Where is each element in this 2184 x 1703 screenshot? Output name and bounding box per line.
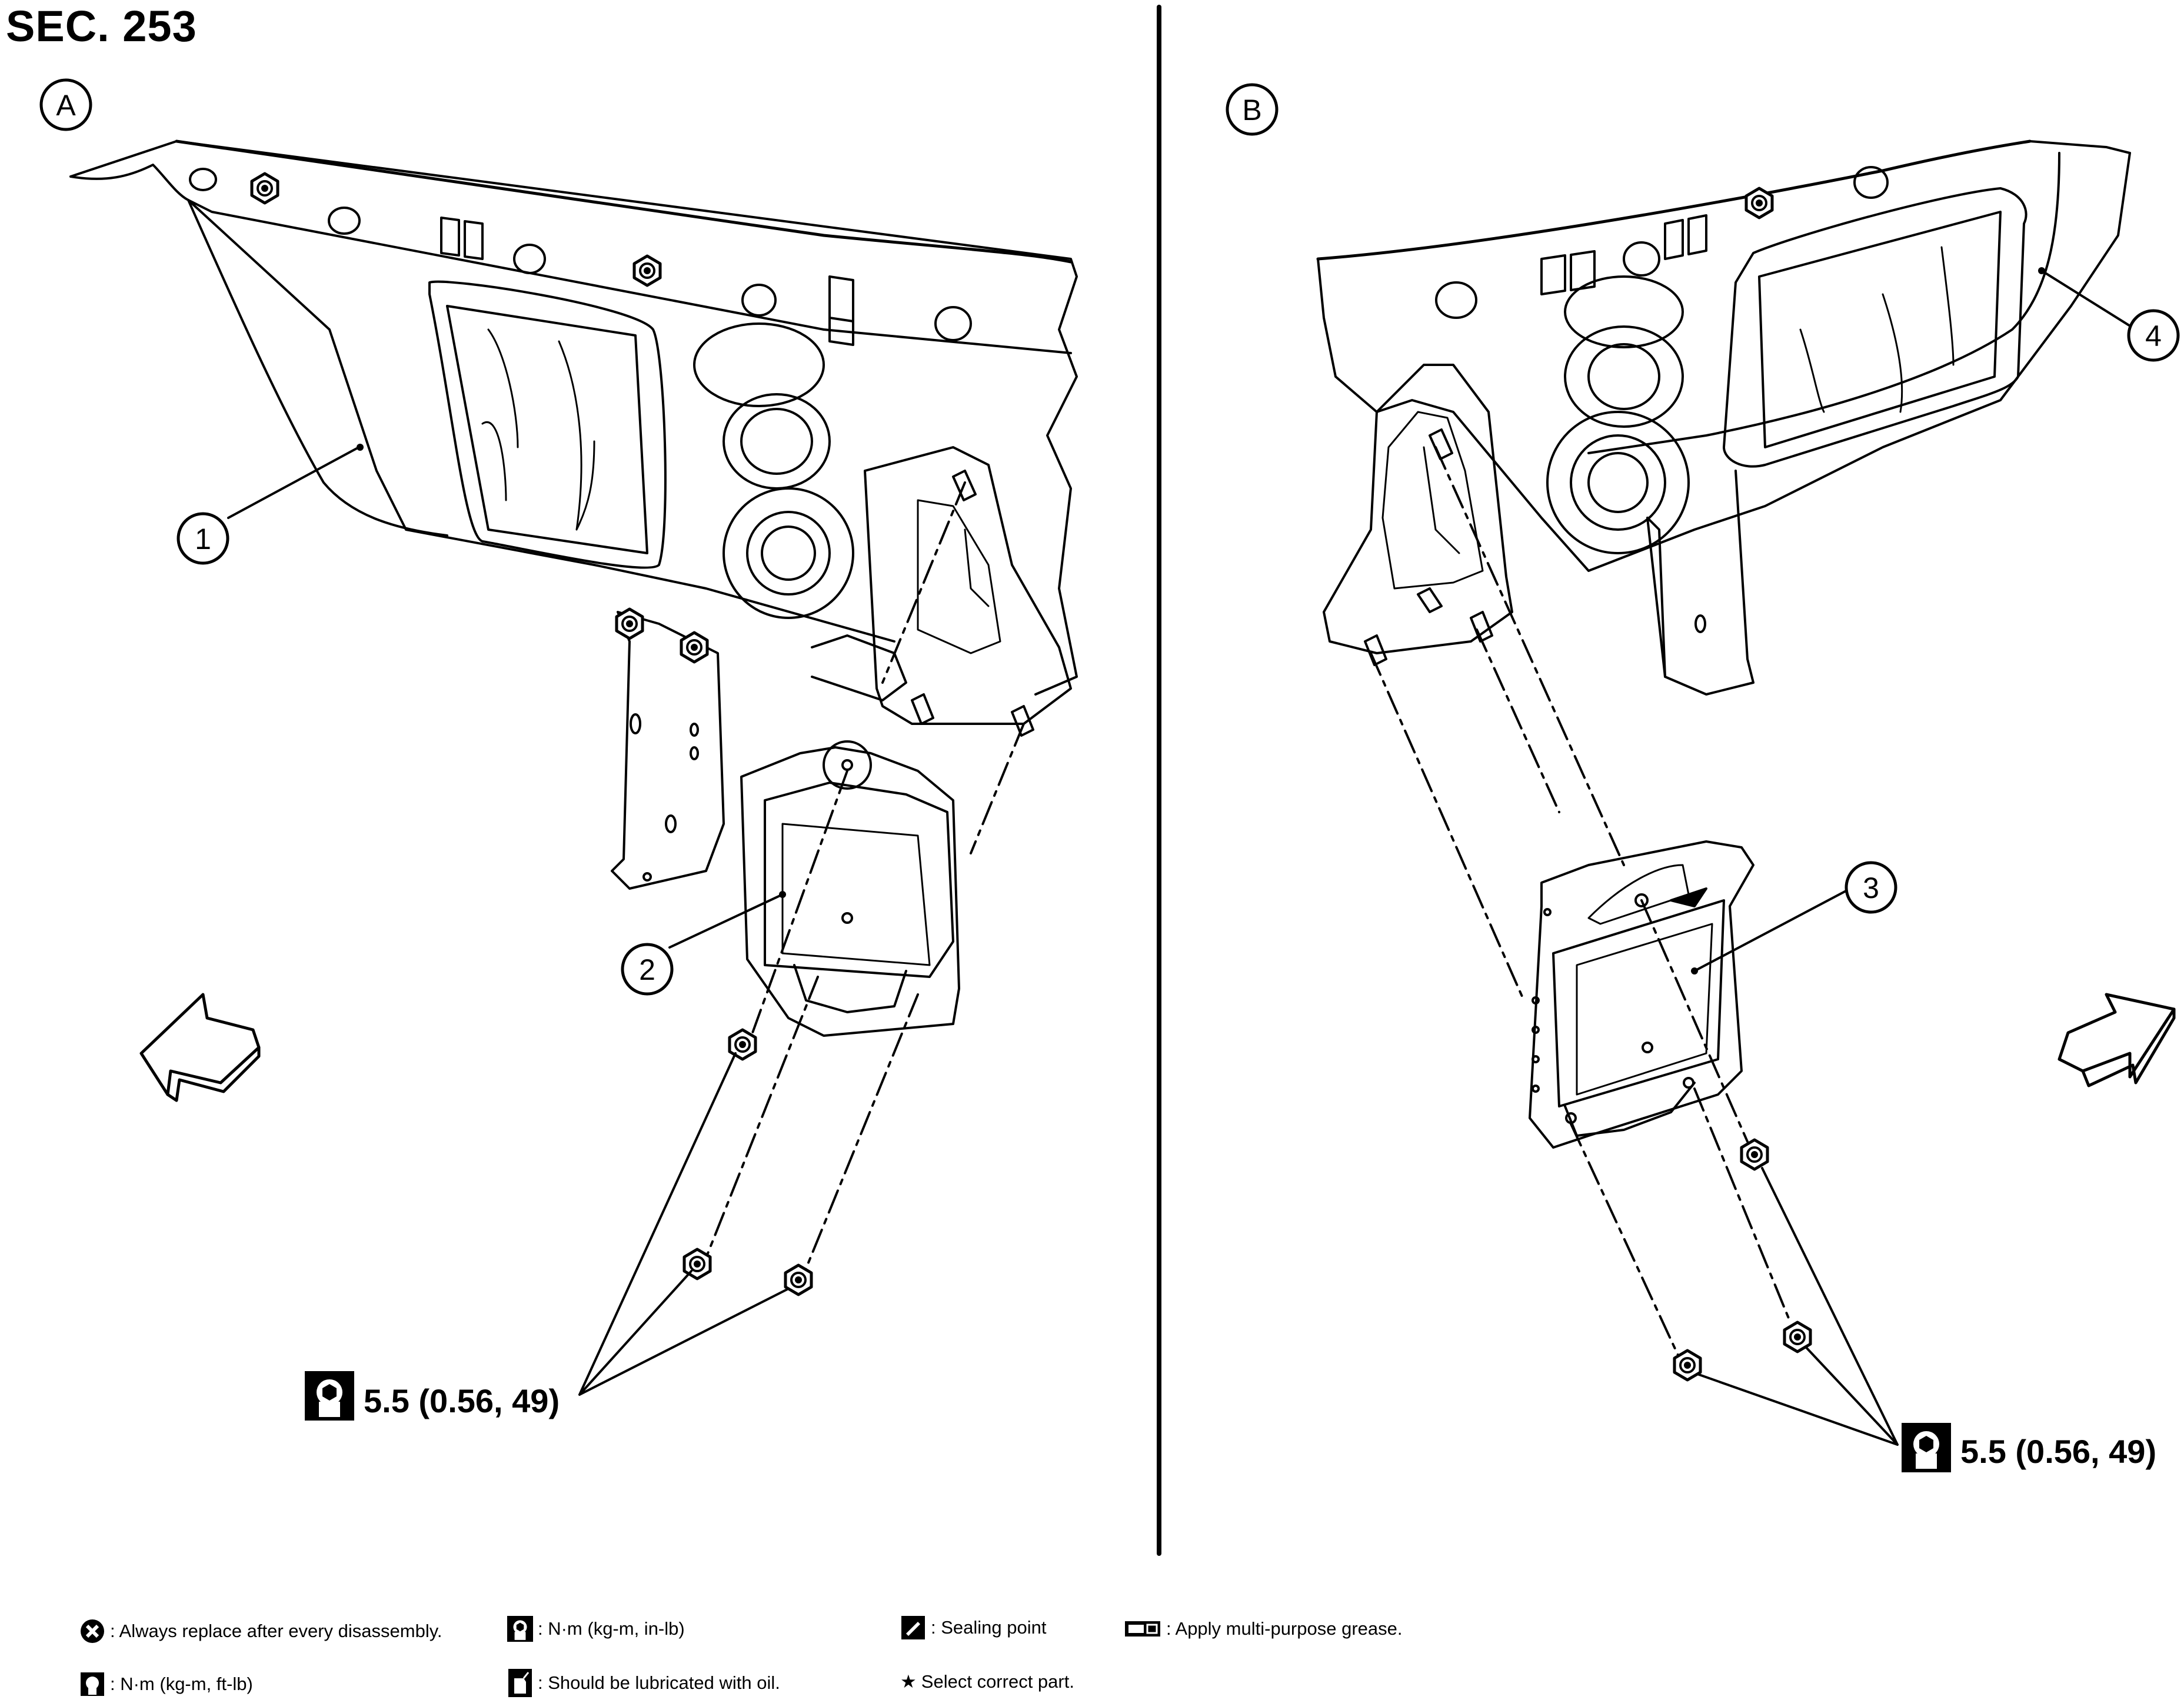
svg-text:5.5 (0.56, 49): 5.5 (0.56, 49)	[364, 1382, 560, 1419]
svg-text:5.5 (0.56, 49): 5.5 (0.56, 49)	[1960, 1433, 2156, 1470]
torque-wrench-icon	[81, 1672, 104, 1696]
beam-hole	[741, 284, 777, 317]
duct-inner-a	[446, 305, 648, 554]
legend-select: ★ Select correct part.	[900, 1671, 1074, 1692]
nut-icon	[1674, 1351, 1700, 1380]
torque-wrench-icon	[304, 1370, 355, 1422]
assembly-line	[970, 723, 1025, 854]
nut-icon	[1742, 1140, 1767, 1169]
lower-bracket-b	[1646, 517, 1666, 678]
callout-leader	[227, 446, 360, 519]
nut-icon	[730, 1030, 755, 1059]
rib-ellipse	[693, 322, 825, 407]
view-a-drawing	[69, 139, 1078, 1396]
bumper-face-a	[69, 140, 448, 537]
bumper-reinforcement-b	[1317, 140, 2131, 572]
duct-opening-b	[1723, 187, 2027, 468]
beam-hole	[513, 244, 546, 274]
torque-leader	[578, 1052, 790, 1396]
legend-replace: : Always replace after every disassembly…	[79, 1618, 442, 1644]
stud-bracket-b	[1323, 364, 1513, 654]
assembly-line	[881, 481, 966, 684]
legend-nm-inlb: : N·m (kg-m, in-lb)	[507, 1615, 685, 1643]
sensor-unit-2	[740, 746, 960, 1037]
grease-icon	[1125, 1621, 1160, 1637]
beam-hole	[328, 207, 361, 235]
legend-grease: : Apply multi-purpose grease.	[1124, 1618, 1403, 1639]
replace-x-icon	[81, 1619, 104, 1643]
svg-text:A: A	[56, 89, 76, 122]
callout-leader	[668, 893, 784, 949]
callout-3: 3	[1845, 861, 1897, 914]
view-label-b: B	[1226, 83, 1279, 136]
view-b-drawing	[1316, 139, 2176, 1446]
bumper-top-edge-b	[1316, 139, 2032, 261]
callout-1: 1	[177, 512, 229, 565]
front-direction-arrow-icon	[139, 993, 261, 1096]
beam-hole	[934, 306, 972, 341]
callout-4: 4	[2127, 309, 2180, 362]
assembly-line	[746, 770, 848, 1049]
view-label-a: A	[39, 78, 92, 131]
torque-leader	[1696, 1167, 1899, 1446]
legend-nm-ftlb: : N·m (kg-m, ft-lb)	[79, 1671, 253, 1697]
legend-sealing: : Sealing point	[900, 1615, 1046, 1641]
torque-spec-right: 5.5 (0.56, 49)	[1900, 1422, 2156, 1474]
oil-can-icon	[508, 1669, 532, 1697]
svg-text:4: 4	[2145, 320, 2162, 352]
svg-text:1: 1	[195, 523, 211, 556]
sensor-unit-3	[1529, 840, 1754, 1149]
beam-hole	[189, 168, 217, 191]
torque-wrench-icon	[1900, 1422, 1952, 1474]
assembly-line	[799, 993, 919, 1284]
star-icon: ★	[900, 1671, 917, 1692]
svg-text:2: 2	[639, 953, 655, 986]
legend-oil: : Should be lubricated with oil.	[507, 1668, 780, 1698]
callout-2: 2	[621, 943, 674, 996]
svg-text:B: B	[1242, 94, 1261, 127]
stud-bracket-a	[864, 446, 1072, 725]
nut-icon	[785, 1265, 811, 1295]
assembly-line	[702, 976, 819, 1266]
section-title: SEC. 253	[6, 2, 197, 51]
sealing-point-icon	[901, 1616, 925, 1639]
front-direction-arrow-icon	[2058, 993, 2176, 1079]
duct-opening-a	[428, 280, 667, 569]
beam-slots	[440, 217, 854, 346]
bumper-top-edge-a	[175, 139, 1073, 264]
svg-text:3: 3	[1863, 872, 1879, 904]
torque-wrench-icon	[507, 1615, 533, 1643]
bumper-reinforcement-a	[69, 140, 1078, 696]
rib-ellipse	[723, 487, 854, 619]
torque-spec-left: 5.5 (0.56, 49)	[304, 1370, 560, 1422]
